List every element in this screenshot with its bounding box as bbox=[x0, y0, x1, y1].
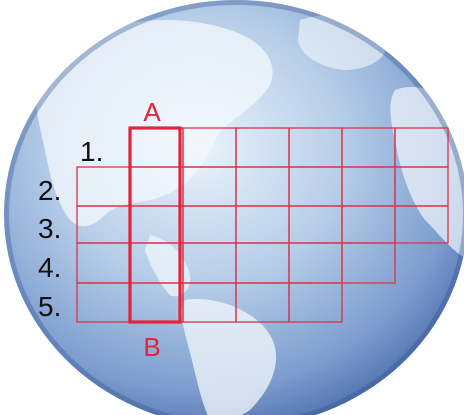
grid-cell[interactable] bbox=[394, 205, 449, 244]
column-label-top: A bbox=[143, 97, 161, 127]
row-label-3: 3. bbox=[38, 213, 61, 244]
grid-cell[interactable] bbox=[341, 242, 396, 284]
row-label-1: 1. bbox=[80, 136, 103, 167]
key-column-highlight bbox=[128, 126, 182, 324]
row-label-5: 5. bbox=[38, 291, 61, 322]
row-label-2: 2. bbox=[38, 175, 61, 206]
row-label-4: 4. bbox=[38, 252, 61, 283]
crossword-grid bbox=[76, 127, 449, 323]
continent-south-america bbox=[181, 299, 277, 415]
continent-north-america bbox=[35, 20, 273, 227]
grid-cell[interactable] bbox=[288, 282, 343, 323]
column-label-bottom: B bbox=[143, 332, 160, 362]
